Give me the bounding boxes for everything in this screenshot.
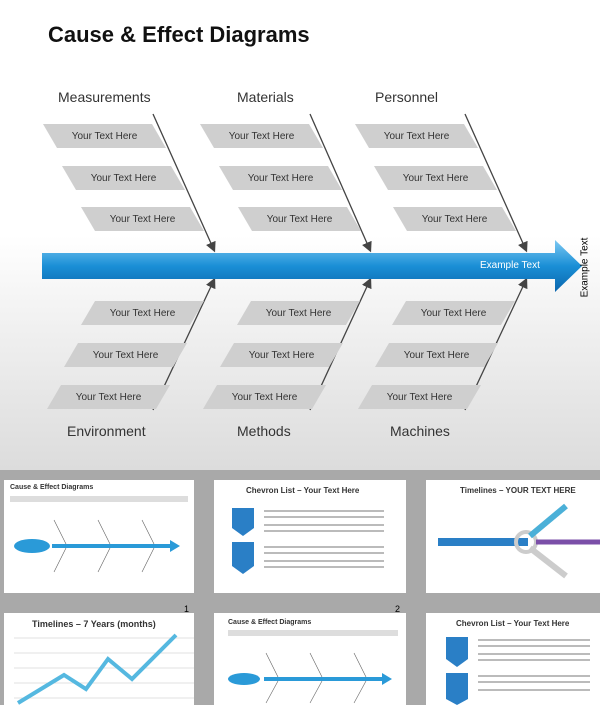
thumbnail-title: Timelines – 7 Years (months) xyxy=(32,619,156,629)
cause-box: Your Text Here xyxy=(355,124,478,148)
cause-box: Your Text Here xyxy=(47,385,170,409)
category-label: Environment xyxy=(67,423,146,439)
effect-side-label: Example Text xyxy=(579,237,591,298)
cause-box: Your Text Here xyxy=(219,166,342,190)
cause-box: Your Text Here xyxy=(220,343,343,367)
thumbnail-number: 2 xyxy=(395,604,401,614)
thumbnail-timelines[interactable]: Timelines – YOUR TEXT HERE xyxy=(426,480,600,593)
bone-line xyxy=(464,113,528,253)
thumbnail-strip: Cause & Effect Diagrams Chevron List – Y… xyxy=(0,470,600,705)
slide-title: Cause & Effect Diagrams xyxy=(48,22,310,47)
category-label: Measurements xyxy=(58,89,151,105)
thumbnail-timelines-years[interactable]: Timelines – 7 Years (months) xyxy=(4,613,194,705)
cause-box: Your Text Here xyxy=(237,301,360,325)
thumbnail-cause-effect[interactable]: Cause & Effect Diagrams xyxy=(214,613,406,705)
thumbnail-title: Timelines – YOUR TEXT HERE xyxy=(460,486,576,495)
category-label: Methods xyxy=(237,423,291,439)
cause-box: Your Text Here xyxy=(238,207,361,231)
cause-box: Your Text Here xyxy=(64,343,187,367)
cause-box: Your Text Here xyxy=(43,124,166,148)
thumbnail-number: 1 xyxy=(184,604,190,614)
cause-box: Your Text Here xyxy=(62,166,185,190)
category-label: Personnel xyxy=(375,89,439,105)
category-label: Materials xyxy=(237,89,294,105)
cause-box: Your Text Here xyxy=(81,207,204,231)
cause-box: Your Text Here xyxy=(393,207,516,231)
spine-arrow xyxy=(42,240,582,292)
main-slide: Cause & Effect Diagrams Measurements Mat… xyxy=(0,0,600,470)
thumbnail-title: Cause & Effect Diagrams xyxy=(10,484,94,491)
thumbnail-title: Chevron List – Your Text Here xyxy=(456,619,570,628)
bone-line xyxy=(309,113,372,253)
cause-box: Your Text Here xyxy=(358,385,481,409)
cause-box: Your Text Here xyxy=(203,385,326,409)
category-label: Machines xyxy=(390,423,450,439)
effect-label: Example Text xyxy=(480,260,540,271)
thumbnail-cause-effect[interactable]: Cause & Effect Diagrams xyxy=(4,480,194,593)
cause-box: Your Text Here xyxy=(375,343,498,367)
bone-line xyxy=(152,113,216,253)
cause-box: Your Text Here xyxy=(200,124,323,148)
cause-box: Your Text Here xyxy=(81,301,204,325)
thumbnail-chevron-list[interactable]: Chevron List – Your Text Here xyxy=(426,613,600,705)
thumbnail-chevron-list[interactable]: Chevron List – Your Text Here xyxy=(214,480,406,593)
thumbnail-title: Cause & Effect Diagrams xyxy=(228,619,312,626)
thumbnail-title: Chevron List – Your Text Here xyxy=(246,486,360,495)
cause-box: Your Text Here xyxy=(374,166,497,190)
cause-box: Your Text Here xyxy=(392,301,515,325)
